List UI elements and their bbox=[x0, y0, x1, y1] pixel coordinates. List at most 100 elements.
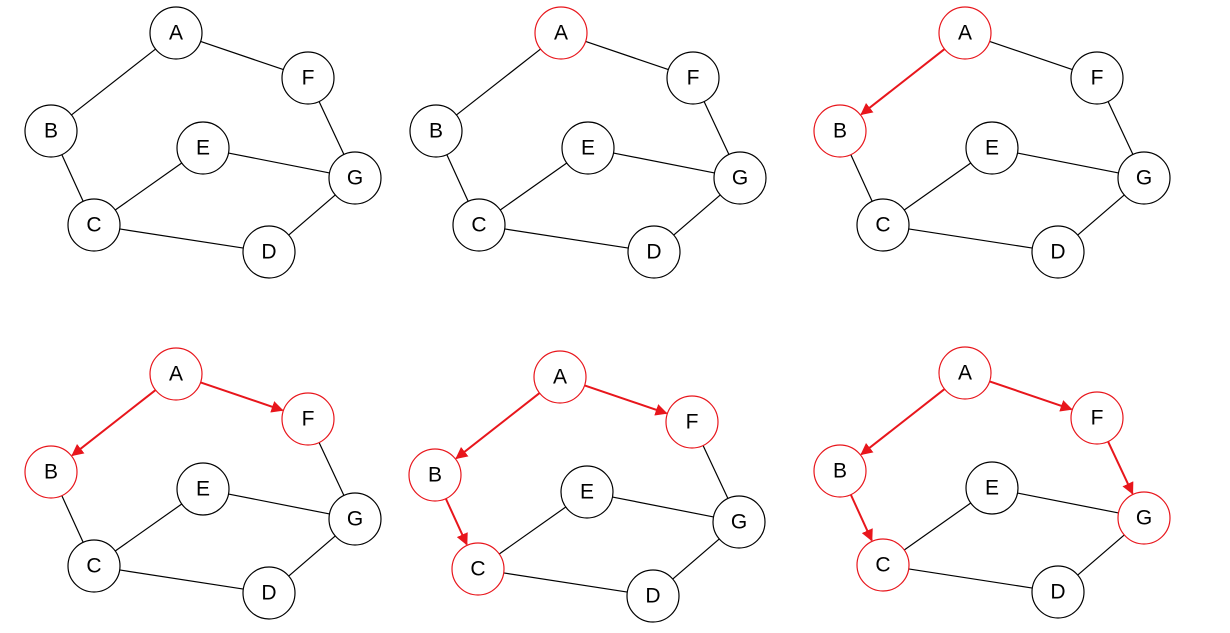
node-label-C: C bbox=[86, 555, 101, 578]
node-circle-D bbox=[626, 569, 680, 623]
edge-C-E bbox=[114, 503, 183, 552]
edge-D-G bbox=[288, 194, 336, 236]
edge-F-G bbox=[702, 445, 729, 499]
node-E: E bbox=[965, 461, 1019, 515]
node-E: E bbox=[560, 465, 614, 519]
node-label-F: F bbox=[302, 67, 315, 90]
edge-B-C bbox=[61, 154, 84, 202]
node-circle-B bbox=[813, 444, 867, 498]
node-label-D: D bbox=[645, 585, 660, 608]
node-B: B bbox=[24, 104, 78, 158]
arrow-A-B bbox=[860, 48, 946, 116]
node-F: F bbox=[281, 51, 335, 105]
edge-F-G bbox=[318, 442, 345, 496]
node-label-G: G bbox=[1136, 167, 1152, 190]
node-E: E bbox=[176, 462, 230, 516]
node-label-F: F bbox=[687, 67, 700, 90]
node-D: D bbox=[1031, 565, 1085, 619]
node-G: G bbox=[712, 495, 766, 549]
node-B: B bbox=[813, 444, 867, 498]
node-circle-G bbox=[328, 151, 382, 205]
node-A: A bbox=[938, 346, 992, 400]
node-circle-A bbox=[534, 6, 588, 60]
edge-C-D bbox=[119, 228, 244, 249]
node-G: G bbox=[1117, 491, 1171, 545]
node-label-B: B bbox=[833, 120, 847, 143]
node-label-A: A bbox=[958, 22, 972, 45]
node-label-D: D bbox=[1050, 241, 1065, 264]
edge-B-C bbox=[850, 154, 873, 202]
node-circle-F bbox=[281, 392, 335, 446]
arrow-A-B bbox=[455, 392, 541, 460]
edge-E-G bbox=[613, 152, 715, 174]
node-circle-G bbox=[328, 492, 382, 546]
node-label-D: D bbox=[1050, 581, 1065, 604]
node-circle-D bbox=[242, 225, 296, 279]
node-circle-D bbox=[627, 225, 681, 279]
node-circle-B bbox=[409, 104, 463, 158]
node-circle-F bbox=[666, 51, 720, 105]
node-circle-E bbox=[176, 462, 230, 516]
node-circle-A bbox=[938, 6, 992, 60]
node-A: A bbox=[938, 6, 992, 60]
node-circle-B bbox=[24, 104, 78, 158]
arrow-A-F bbox=[989, 380, 1073, 412]
node-G: G bbox=[1117, 151, 1171, 205]
node-circle-F bbox=[665, 395, 719, 449]
node-circle-F bbox=[1070, 51, 1124, 105]
node-F: F bbox=[281, 392, 335, 446]
edge-D-G bbox=[288, 535, 336, 577]
node-label-G: G bbox=[347, 167, 363, 190]
node-A: A bbox=[533, 350, 587, 404]
node-circle-E bbox=[561, 121, 615, 175]
node-label-D: D bbox=[261, 241, 276, 264]
node-B: B bbox=[408, 448, 462, 502]
node-G: G bbox=[328, 492, 382, 546]
edge-E-G bbox=[1017, 492, 1119, 514]
node-C: C bbox=[67, 539, 121, 593]
node-E: E bbox=[965, 121, 1019, 175]
node-circle-D bbox=[1031, 565, 1085, 619]
edge-A-B bbox=[456, 48, 541, 116]
node-C: C bbox=[856, 538, 910, 592]
node-label-C: C bbox=[86, 214, 101, 237]
node-A: A bbox=[149, 347, 203, 401]
node-label-A: A bbox=[553, 366, 567, 389]
node-circle-C bbox=[451, 542, 505, 596]
edge-C-E bbox=[114, 162, 183, 211]
node-circle-B bbox=[24, 445, 78, 499]
node-D: D bbox=[627, 225, 681, 279]
edge-F-G bbox=[703, 101, 730, 155]
arrow-F-G bbox=[1107, 441, 1134, 495]
node-label-B: B bbox=[429, 120, 443, 143]
node-B: B bbox=[813, 104, 867, 158]
node-C: C bbox=[451, 542, 505, 596]
node-circle-C bbox=[67, 539, 121, 593]
edge-F-G bbox=[1107, 101, 1134, 155]
node-label-C: C bbox=[875, 554, 890, 577]
node-circle-F bbox=[281, 51, 335, 105]
node-F: F bbox=[666, 51, 720, 105]
node-circle-G bbox=[712, 495, 766, 549]
node-B: B bbox=[409, 104, 463, 158]
node-label-B: B bbox=[833, 460, 847, 483]
edge-C-E bbox=[499, 162, 568, 211]
node-label-A: A bbox=[169, 363, 183, 386]
node-label-G: G bbox=[731, 511, 747, 534]
node-circle-C bbox=[452, 198, 506, 252]
node-label-E: E bbox=[580, 481, 594, 504]
node-E: E bbox=[176, 121, 230, 175]
node-label-F: F bbox=[302, 408, 315, 431]
node-label-G: G bbox=[732, 167, 748, 190]
node-label-G: G bbox=[1136, 507, 1152, 530]
node-D: D bbox=[242, 566, 296, 620]
node-circle-B bbox=[408, 448, 462, 502]
node-circle-E bbox=[965, 121, 1019, 175]
node-A: A bbox=[534, 6, 588, 60]
edge-A-B bbox=[71, 48, 156, 116]
edge-D-G bbox=[1077, 534, 1125, 576]
arrow-B-C bbox=[849, 494, 873, 542]
